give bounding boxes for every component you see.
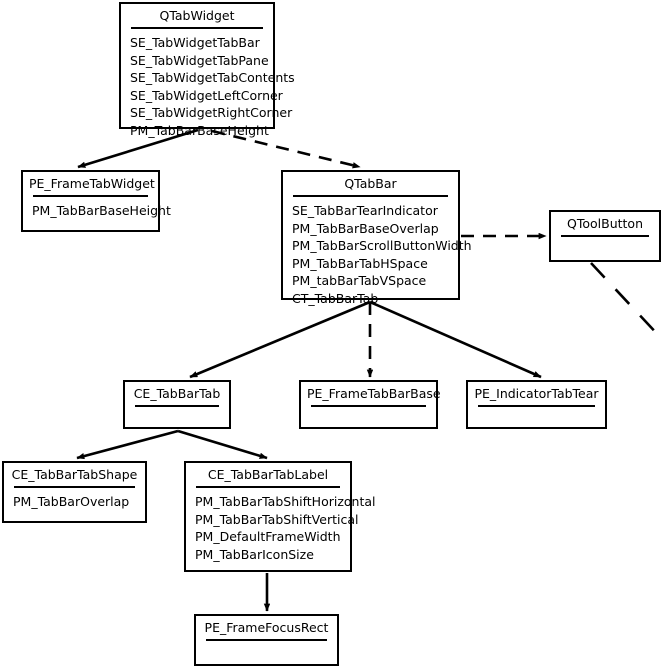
node-ce-tabbartablabel-body: PM_TabBarTabShiftHorizontal PM_TabBarTab…: [186, 488, 376, 569]
node-pe-framefocusrect-title: PE_FrameFocusRect: [204, 620, 329, 635]
node-qtoolbutton-title: QToolButton: [567, 216, 643, 231]
node-ce-tabbartablabel-item-2: PM_DefaultFrameWidth: [195, 529, 341, 545]
node-qtabwidget[interactable]: QTabWidget SE_TabWidgetTabBar SE_TabWidg…: [119, 2, 295, 138]
node-qtoolbutton-rule: [561, 235, 649, 238]
node-pe-indicatortabtear-title: PE_IndicatorTabTear: [474, 386, 599, 401]
node-ce-tabbartablabel-rule: [196, 486, 340, 489]
node-qtabwidget-item-1: SE_TabWidgetTabPane: [130, 52, 269, 68]
node-qtabwidget-rule: [131, 27, 263, 30]
node-pe-frametabwidget[interactable]: PE_FrameTabWidget PM_TabBarBaseHeight: [21, 170, 171, 232]
node-pe-frametabwidget-title: PE_FrameTabWidget: [29, 176, 155, 191]
node-qtabwidget-item-0: SE_TabWidgetTabBar: [130, 35, 260, 51]
node-qtabwidget-item-4: SE_TabWidgetRightCorner: [130, 105, 293, 121]
node-ce-tabbartabshape-rule: [14, 486, 135, 489]
node-pe-framefocusrect[interactable]: PE_FrameFocusRect: [194, 614, 339, 666]
node-qtabwidget-item-2: SE_TabWidgetTabContents: [130, 70, 295, 86]
node-ce-tabbartabshape-body: PM_TabBarOverlap: [4, 488, 145, 517]
node-qtabbar[interactable]: QTabBar SE_TabBarTearIndicator PM_TabBar…: [281, 170, 472, 306]
node-qtabbar-item-0: SE_TabBarTearIndicator: [292, 203, 438, 219]
node-qtabbar-item-4: PM_tabBarTabVSpace: [292, 273, 427, 289]
node-ce-tabbartablabel-item-1: PM_TabBarTabShiftVertical: [195, 511, 359, 527]
node-qtabwidget-body: SE_TabWidgetTabBar SE_TabWidgetTabPane S…: [121, 29, 295, 145]
node-qtabbar-item-2: PM_TabBarScrollButtonWidth: [292, 238, 472, 254]
node-qtabbar-item-1: PM_TabBarBaseOverlap: [292, 220, 439, 236]
node-pe-frametabbarbase-title: PE_FrameTabBarBase: [307, 386, 441, 401]
node-pe-framefocusrect-rule: [206, 639, 327, 642]
node-qtabwidget-item-3: SE_TabWidgetLeftCorner: [130, 87, 283, 103]
node-pe-indicatortabtear[interactable]: PE_IndicatorTabTear: [466, 380, 607, 429]
node-ce-tabbartablabel[interactable]: CE_TabBarTabLabel PM_TabBarTabShiftHoriz…: [184, 461, 376, 572]
node-ce-tabbartablabel-item-3: PM_TabBarIconSize: [195, 546, 314, 562]
node-pe-frametabbarbase[interactable]: PE_FrameTabBarBase: [299, 380, 441, 429]
node-ce-tabbartablabel-item-0: PM_TabBarTabShiftHorizontal: [195, 494, 376, 510]
node-ce-tabbartab[interactable]: CE_TabBarTab: [123, 380, 231, 429]
node-pe-frametabwidget-item-0: PM_TabBarBaseHeight: [32, 203, 171, 219]
node-pe-frametabwidget-body: PM_TabBarBaseHeight: [23, 197, 171, 226]
node-qtoolbutton[interactable]: QToolButton: [549, 210, 661, 262]
edge-ce-tabbartab-to-ce-tabbartablabel: [177, 429, 268, 460]
node-ce-tabbartabshape-item-0: PM_TabBarOverlap: [13, 494, 130, 510]
node-qtabbar-rule: [293, 195, 448, 198]
node-qtabbar-title: QTabBar: [344, 176, 397, 191]
node-ce-tabbartabshape[interactable]: CE_TabBarTabShape PM_TabBarOverlap: [2, 461, 147, 523]
node-qtabwidget-title: QTabWidget: [159, 8, 235, 23]
node-pe-frametabwidget-rule: [33, 195, 148, 198]
node-ce-tabbartab-title: CE_TabBarTab: [133, 386, 221, 401]
node-pe-indicatortabtear-rule: [478, 405, 595, 408]
node-qtabbar-item-5: CT_TabBarTab: [292, 290, 379, 306]
node-ce-tabbartab-rule: [135, 405, 219, 408]
node-ce-tabbartabshape-title: CE_TabBarTabShape: [11, 467, 138, 482]
node-qtabbar-body: SE_TabBarTearIndicator PM_TabBarBaseOver…: [283, 197, 472, 313]
edge-ce-tabbartab-to-ce-tabbartabshape: [76, 429, 179, 460]
node-ce-tabbartablabel-title: CE_TabBarTabLabel: [207, 467, 329, 482]
node-qtabbar-item-3: PM_TabBarTabHSpace: [292, 255, 428, 271]
node-qtabwidget-item-5: PM_TabBarBaseHeight: [130, 122, 269, 138]
edge-qtoolbutton-to-offscreen: [590, 262, 661, 339]
node-pe-frametabbarbase-rule: [311, 405, 426, 408]
